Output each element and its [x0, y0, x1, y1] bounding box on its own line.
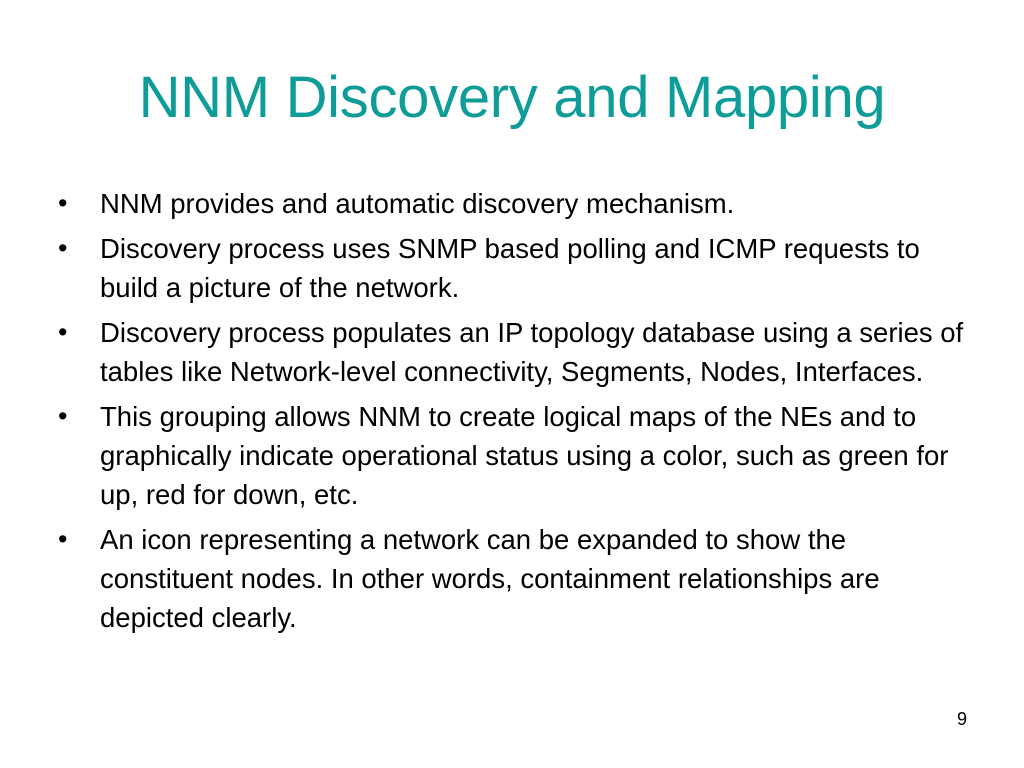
bullet-text: An icon representing a network can be ex…: [100, 524, 880, 633]
bullet-dot-icon: •: [58, 233, 68, 263]
bullet-text: Discovery process uses SNMP based pollin…: [100, 233, 920, 303]
page-number: 9: [956, 709, 967, 729]
bullet-item: • Discovery process populates an IP topo…: [58, 313, 978, 391]
bullet-dot-icon: •: [58, 188, 68, 218]
bullet-dot-icon: •: [58, 401, 68, 431]
bullet-list: • NNM provides and automatic discovery m…: [58, 184, 978, 643]
bullet-dot-icon: •: [58, 317, 68, 347]
bullet-item: • NNM provides and automatic discovery m…: [58, 184, 978, 223]
bullet-item: • This grouping allows NNM to create log…: [58, 397, 978, 514]
bullet-text: Discovery process populates an IP topolo…: [100, 317, 964, 387]
bullet-dot-icon: •: [58, 524, 68, 554]
bullet-item: • An icon representing a network can be …: [58, 520, 978, 637]
slide-title: NNM Discovery and Mapping: [138, 65, 886, 130]
bullet-item: • Discovery process uses SNMP based poll…: [58, 229, 978, 307]
bullet-text: This grouping allows NNM to create logic…: [100, 401, 949, 510]
bullet-text: NNM provides and automatic discovery mec…: [100, 188, 735, 219]
